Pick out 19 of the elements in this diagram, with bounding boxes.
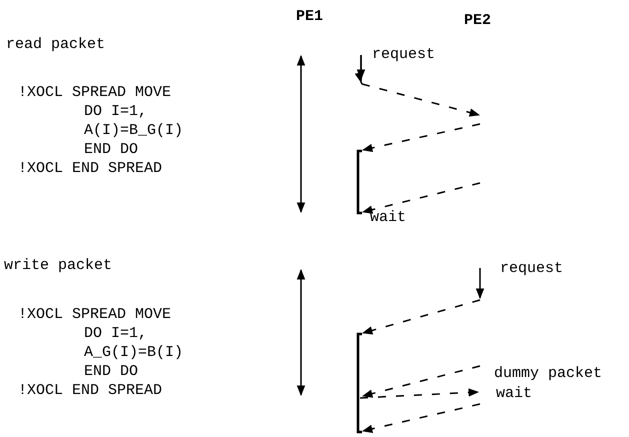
section-heading: write packet [4,257,112,275]
lane-label: PE2 [464,12,492,30]
event-label: request [372,46,436,64]
code-line: A(I)=B_G(I) [84,122,184,140]
code-line: !XOCL END SPREAD [18,382,162,400]
code-line: DO I=1, [84,325,148,343]
section-heading: read packet [6,36,106,54]
code-line: !XOCL SPREAD MOVE [18,84,172,102]
code-line: !XOCL SPREAD MOVE [18,306,172,324]
code-line: A_G(I)=B(I) [84,344,184,362]
event-label: wait [496,385,532,403]
event-label: request [500,260,564,278]
code-line: !XOCL END SPREAD [18,160,162,178]
lane-label: PE1 [296,8,324,26]
code-line: END DO [84,363,138,381]
event-label: dummy packet [494,365,602,383]
code-line: END DO [84,141,138,159]
code-line: DO I=1, [84,103,148,121]
event-label: wait [370,209,406,227]
